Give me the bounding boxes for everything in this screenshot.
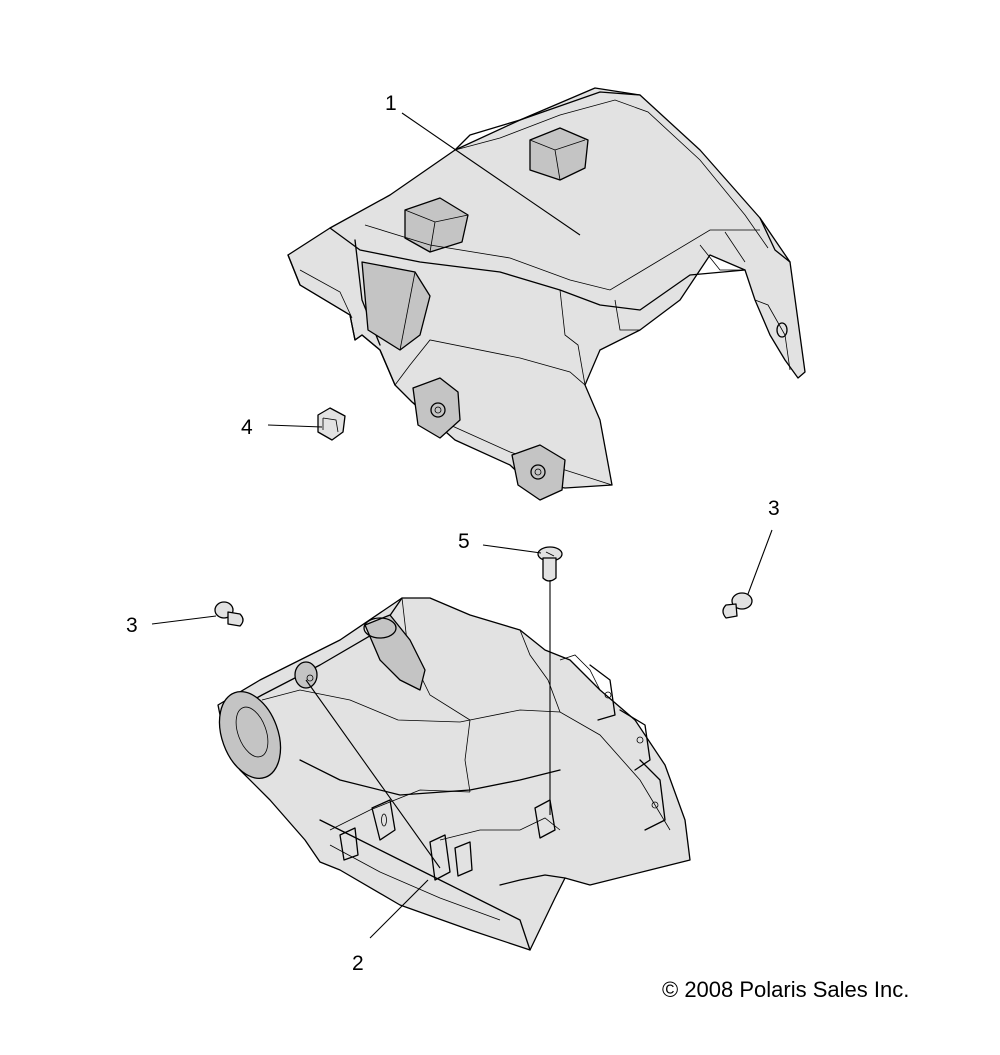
leader-line-part-1-b <box>465 156 581 236</box>
leader-line-part-3-left <box>151 615 217 625</box>
upper-cover-part <box>287 87 806 501</box>
leader-line-bolt-axis <box>305 679 441 869</box>
clip-part <box>317 407 346 441</box>
callout-part-1: 1 <box>385 92 397 115</box>
copyright-notice: © 2008 Polaris Sales Inc. <box>662 977 910 1002</box>
callout-part-2: 2 <box>352 952 364 975</box>
leader-line-part-2 <box>369 879 429 939</box>
callout-part-3-right: 3 <box>768 497 780 520</box>
leader-line-part-5 <box>482 544 542 554</box>
leader-line-part-4 <box>267 424 323 428</box>
callout-part-4: 4 <box>241 416 253 439</box>
leader-line-part-3-right <box>747 529 773 595</box>
callout-part-3-left: 3 <box>126 614 138 637</box>
bolt-part-right <box>722 592 753 619</box>
lower-cover-part <box>217 597 691 951</box>
bolt-part-left <box>214 601 244 627</box>
screw-part <box>537 546 563 582</box>
callout-part-5: 5 <box>458 530 470 553</box>
leader-line-part-1 <box>401 112 467 158</box>
leader-lines <box>151 112 773 939</box>
